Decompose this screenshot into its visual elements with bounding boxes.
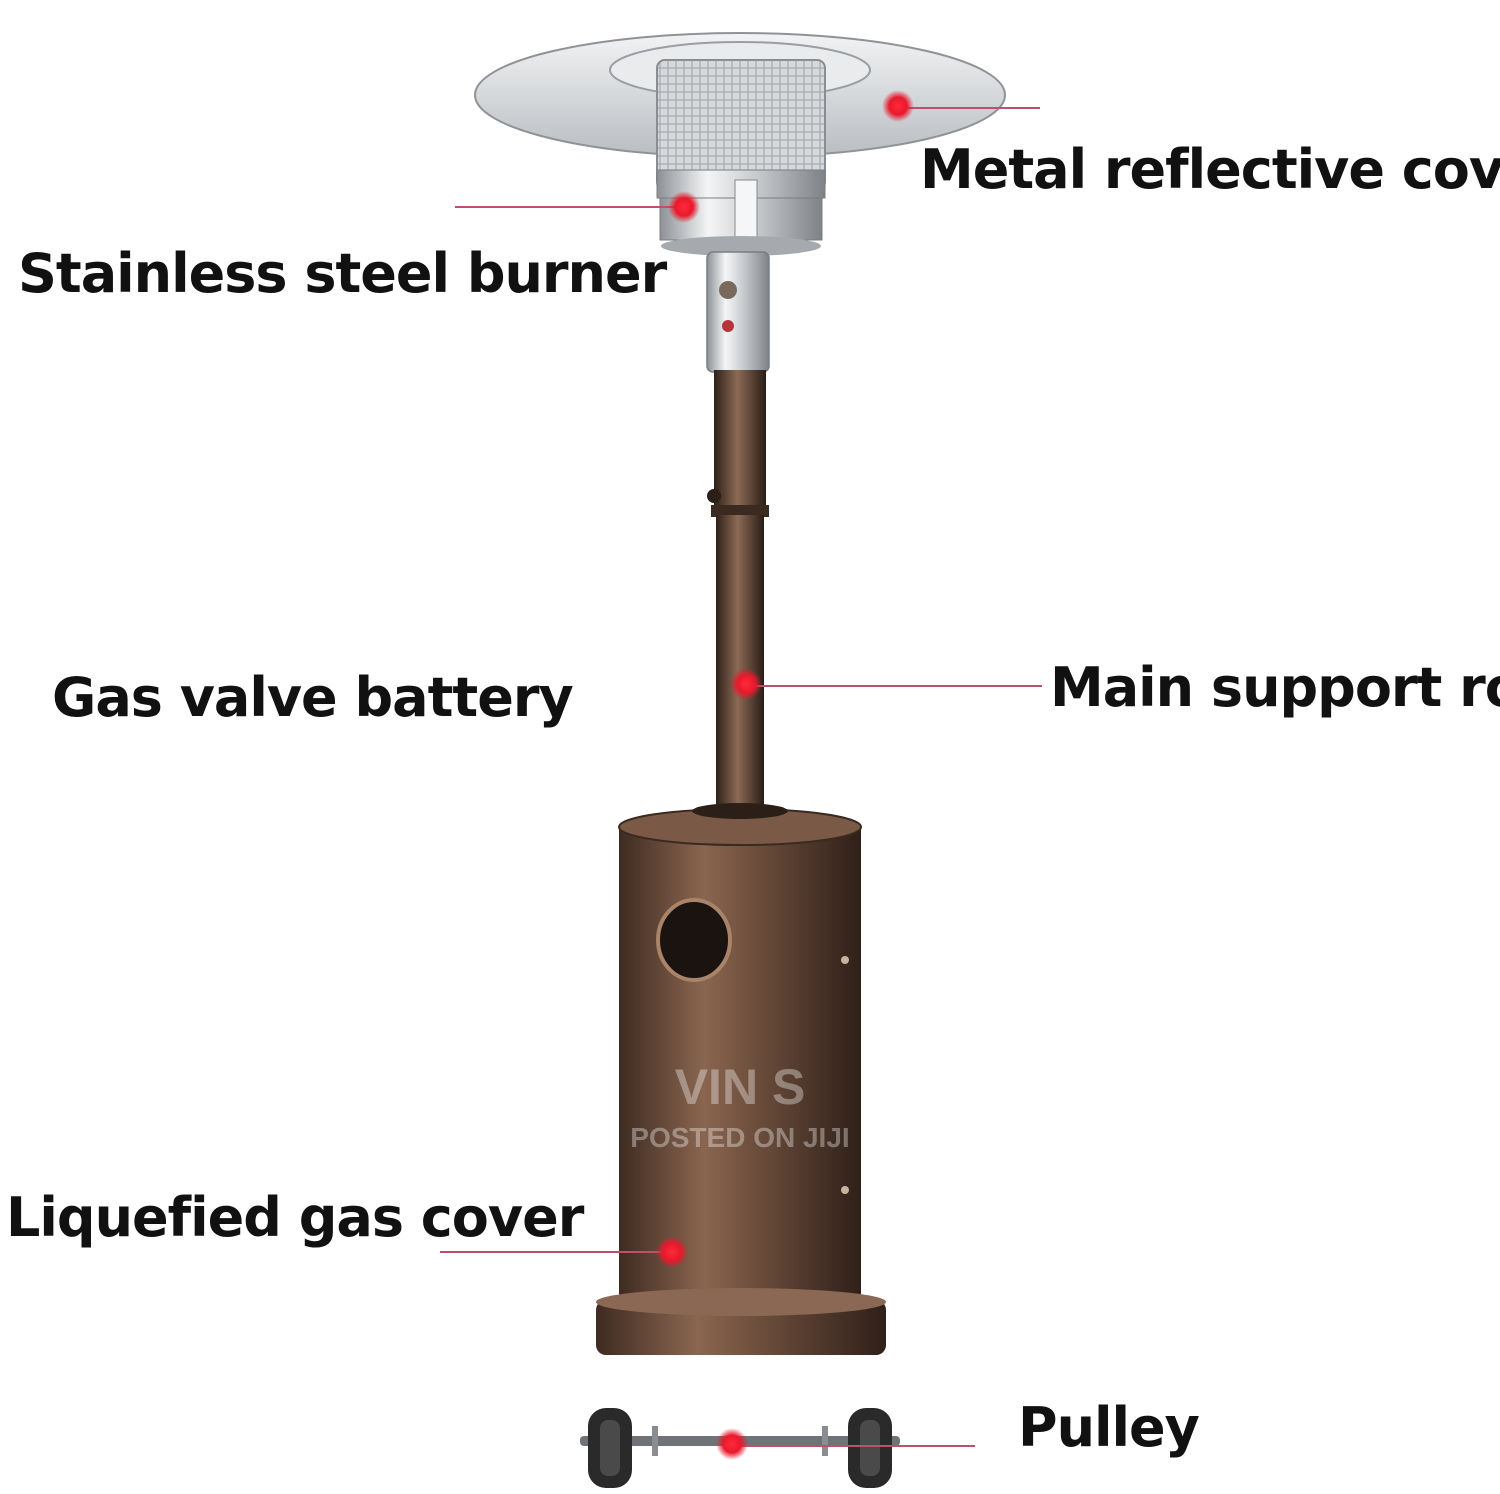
label-gas-valve-battery: Gas valve battery xyxy=(52,666,574,729)
marker-tank xyxy=(656,1236,688,1268)
valve-housing xyxy=(706,251,770,373)
marker-burner xyxy=(668,191,700,223)
callout-markers xyxy=(656,90,914,1460)
marker-rod xyxy=(730,668,762,700)
marker-pulley xyxy=(716,1428,748,1460)
burner-assembly xyxy=(656,59,826,256)
support-pole xyxy=(707,370,769,805)
watermark-line2: POSTED ON JIJI xyxy=(630,1122,850,1153)
label-main-support-rod: Main support rod xyxy=(1050,656,1500,719)
marker-reflector xyxy=(882,90,914,122)
label-pulley: Pulley xyxy=(1018,1396,1200,1459)
label-liquefied-gas-cover: Liquefied gas cover xyxy=(6,1186,584,1249)
pulley-wheels xyxy=(580,1408,900,1488)
watermark-line1: VIN S xyxy=(674,1059,806,1115)
label-stainless-steel-burner: Stainless steel burner xyxy=(18,242,667,305)
label-metal-reflective-cover: Metal reflective cover xyxy=(920,138,1500,201)
callout-lines xyxy=(440,107,1042,1447)
gas-tank-housing xyxy=(596,803,886,1355)
